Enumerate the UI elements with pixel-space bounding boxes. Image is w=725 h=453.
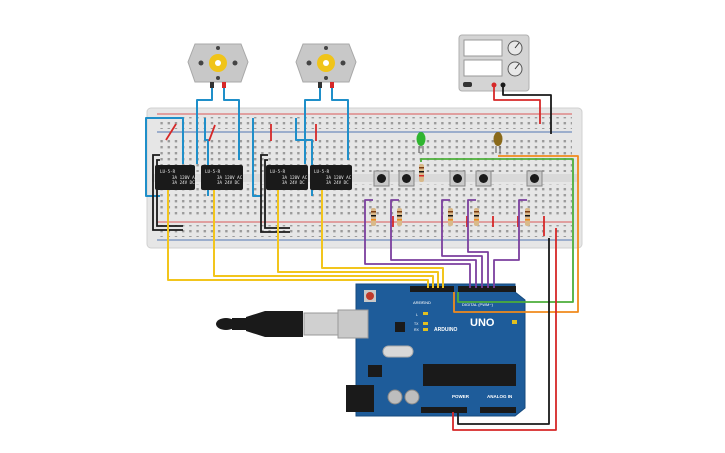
resistor-icon	[474, 208, 479, 226]
resistor-icon	[525, 208, 530, 226]
wires-red-jumpers	[165, 123, 545, 236]
wires-power	[452, 85, 557, 431]
relay-model-label: LU-5-R	[205, 169, 221, 174]
uno-label: UNO	[470, 317, 495, 329]
digital-pwm-label: DIGITAL (PWM~)	[462, 302, 494, 307]
arduino-uno-board[interactable]: AREF GND L TX RX DIGITAL (PWM~) UNO ARDU…	[337, 283, 526, 417]
analog-in-label: ANALOG IN	[487, 394, 512, 399]
relay-model-label: LU-5-R	[160, 169, 176, 174]
wires-green	[420, 158, 574, 303]
wires-purple	[364, 199, 527, 288]
pushbutton-icon[interactable]	[526, 170, 543, 187]
wires-yellow	[167, 190, 444, 288]
gnd-label: GND	[422, 300, 431, 305]
relay-rating-ac: 3A 120V AC	[326, 175, 352, 180]
resistor-icon	[397, 208, 402, 226]
pushbutton-icon[interactable]	[449, 170, 466, 187]
usb-cable-icon	[216, 311, 339, 337]
resistor-icon	[448, 208, 453, 226]
pushbutton-icon[interactable]	[398, 170, 415, 187]
rx-label: RX	[414, 328, 420, 332]
wires-orange	[453, 155, 579, 313]
relay-rating-ac: 3A 120V AC	[217, 175, 243, 180]
relay-rating-ac: 3A 120V AC	[282, 175, 308, 180]
dc-motor-icon[interactable]	[187, 43, 249, 88]
relay-icon[interactable]: LU-5-R 3A 120V AC 3A 24V DC	[201, 165, 243, 190]
pushbutton-icon[interactable]	[373, 170, 390, 187]
aref-label: AREF	[413, 300, 424, 305]
relay-rating-dc: 3A 24V DC	[282, 180, 305, 185]
relay-rating-dc: 3A 24V DC	[217, 180, 240, 185]
resistor-icon	[419, 164, 424, 182]
relay-rating-ac: 3A 120V AC	[172, 175, 198, 180]
relay-model-label: LU-5-R	[314, 169, 330, 174]
l-led-label: L	[416, 313, 418, 317]
dc-motor-icon[interactable]	[295, 43, 357, 88]
relay-model-label: LU-5-R	[270, 169, 286, 174]
tx-label: TX	[414, 322, 419, 326]
led-icon[interactable]	[416, 132, 426, 153]
power-label: POWER	[452, 394, 470, 399]
resistor-icon	[371, 208, 376, 226]
relay-rating-dc: 3A 24V DC	[326, 180, 349, 185]
relay-icon[interactable]: LU-5-R 3A 120V AC 3A 24V DC	[310, 165, 352, 190]
relay-rating-dc: 3A 24V DC	[172, 180, 195, 185]
relay-icon[interactable]: LU-5-R 3A 120V AC 3A 24V DC	[155, 165, 198, 190]
led-icon[interactable]	[493, 132, 503, 153]
arduino-brand-label: ARDUINO	[434, 327, 457, 333]
pushbutton-icon[interactable]	[475, 170, 492, 187]
relay-icon[interactable]: LU-5-R 3A 120V AC 3A 24V DC	[266, 165, 308, 190]
power-supply-icon[interactable]	[458, 34, 530, 92]
